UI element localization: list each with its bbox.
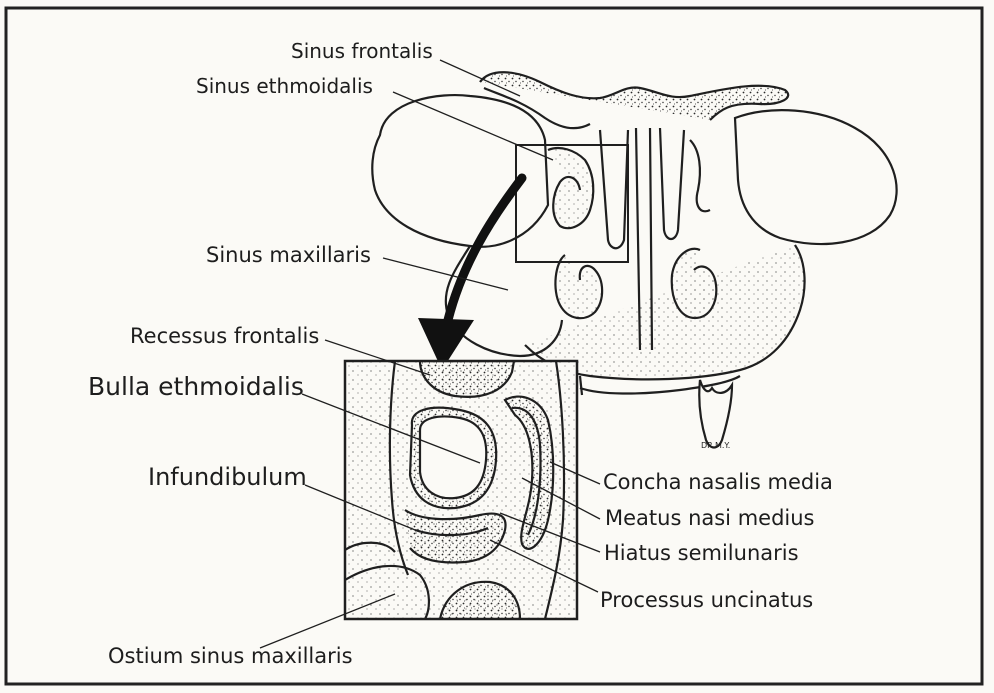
label-hiatus-semilunaris: Hiatus semilunaris <box>604 541 799 565</box>
label-concha-nasalis-media: Concha nasalis media <box>603 470 833 494</box>
label-recessus-frontalis: Recessus frontalis <box>130 324 319 348</box>
label-sinus-maxillaris: Sinus maxillaris <box>206 243 371 267</box>
label-ostium-sinus-maxillaris: Ostium sinus maxillaris <box>108 644 353 668</box>
artist-signature: DR.M.Y. <box>701 441 730 450</box>
label-meatus-nasi-medius: Meatus nasi medius <box>605 506 815 530</box>
right-orbit <box>735 110 897 244</box>
ethmoid-cells-left <box>548 148 593 228</box>
left-orbit <box>372 95 548 247</box>
label-sinus-frontalis: Sinus frontalis <box>291 39 433 63</box>
label-bulla-ethmoidalis: Bulla ethmoidalis <box>88 372 304 401</box>
label-processus-uncinatus: Processus uncinatus <box>600 588 813 612</box>
label-infundibulum: Infundibulum <box>148 463 307 491</box>
concha-left <box>555 255 602 318</box>
label-sinus-ethmoidalis: Sinus ethmoidalis <box>196 74 373 98</box>
tooth <box>699 380 732 448</box>
detail-inset <box>345 361 577 619</box>
